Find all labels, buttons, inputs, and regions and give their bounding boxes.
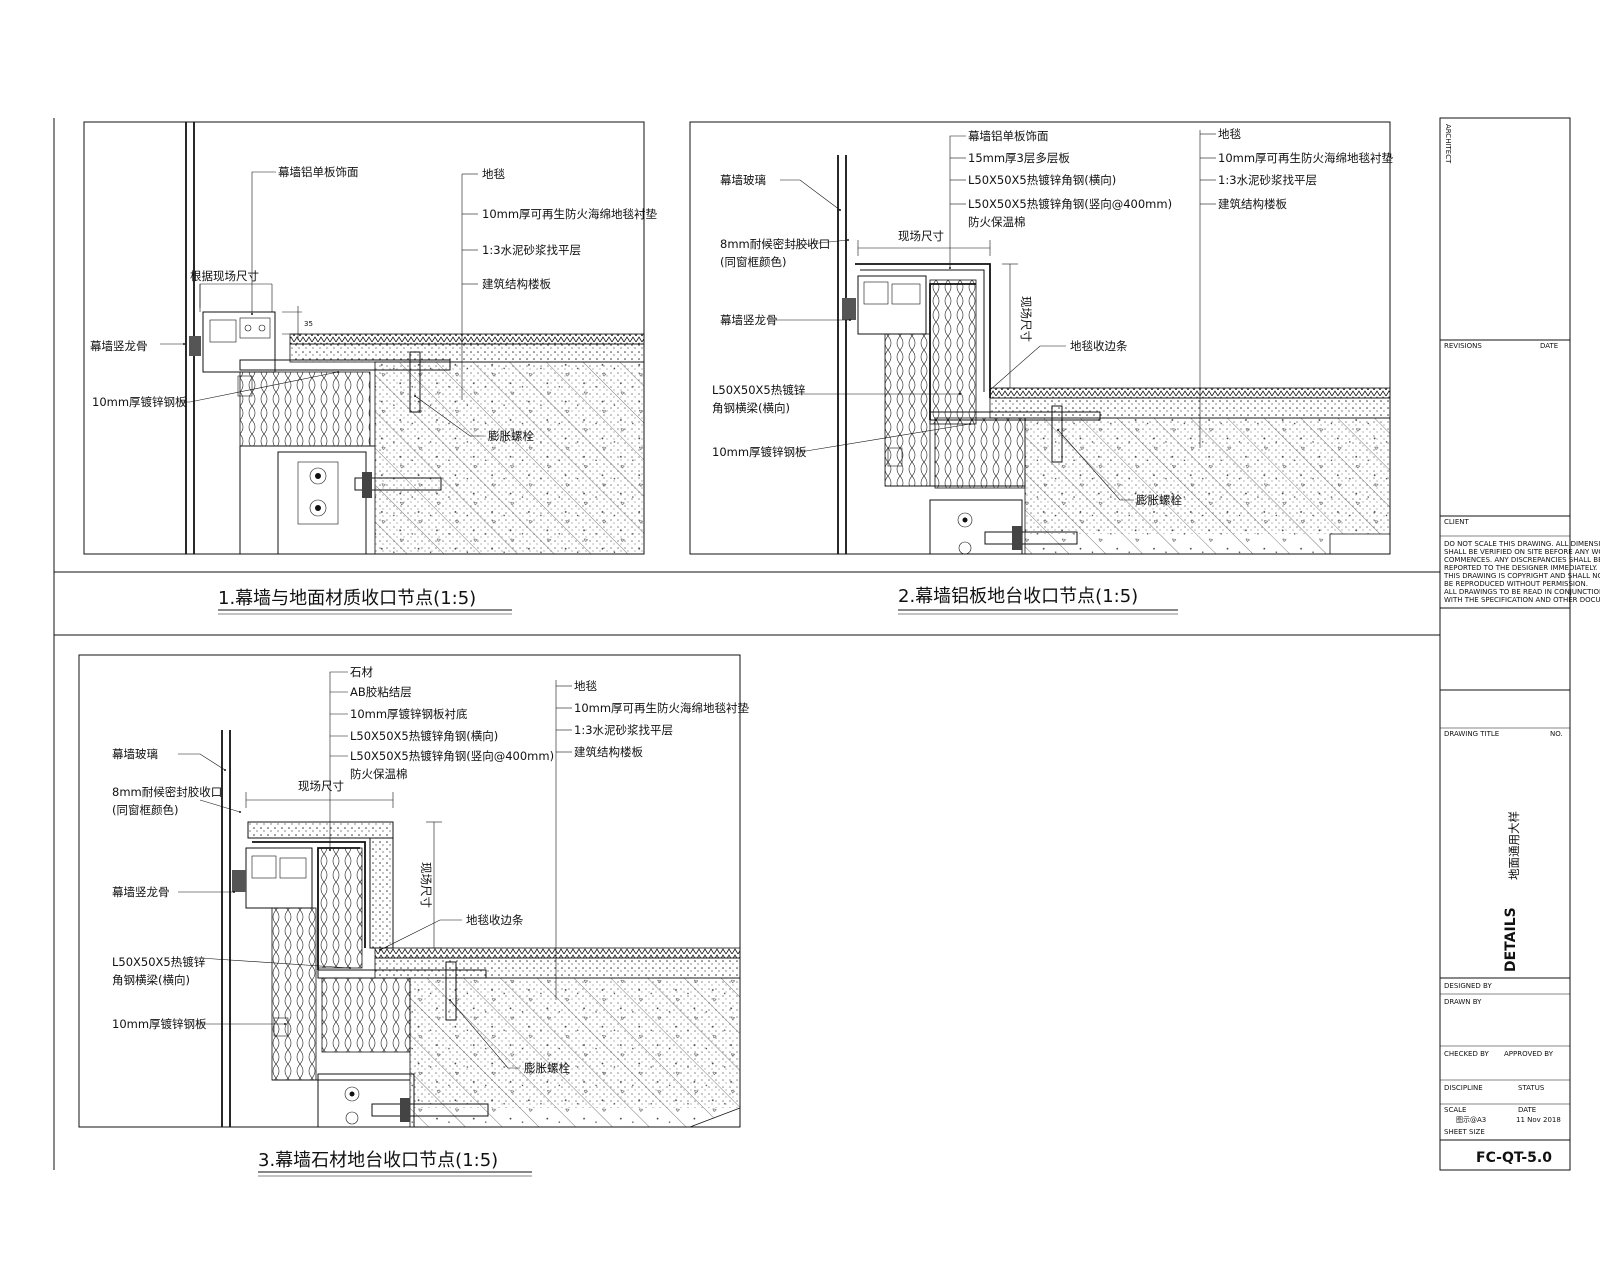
- tb-title-en: DETAILS: [1503, 907, 1519, 972]
- tb-client: CLIENT: [1444, 518, 1470, 526]
- label-sealant-note: (同窗框颜色): [720, 255, 786, 269]
- label-mullion: 幕墙竖龙骨: [90, 339, 148, 353]
- label-mullion: 幕墙竖龙骨: [112, 885, 170, 899]
- label-insulation: 防火保温棉: [968, 215, 1026, 229]
- label-angle-beam: L50X50X5热镀锌: [112, 955, 206, 969]
- tb-status: STATUS: [1518, 1084, 1545, 1092]
- label-anchor: 膨胀螺栓: [488, 429, 534, 443]
- tb-architect: ARCHITECT: [1444, 124, 1452, 164]
- label-galv-plate: 10mm厚镀锌钢板: [92, 395, 187, 409]
- label-carpet: 地毯: [1218, 127, 1241, 141]
- label-on-site-vertical: 现场尺寸: [1019, 296, 1033, 342]
- sheet-frame: [53, 118, 1441, 1170]
- label-glass: 幕墙玻璃: [720, 173, 766, 187]
- tb-scale-value: 图示@A3: [1456, 1116, 1486, 1124]
- label-insulation: 防火保温棉: [350, 767, 408, 781]
- screed-layer: [374, 957, 741, 979]
- label-facade: 幕墙铝单板饰面: [968, 129, 1049, 143]
- title-block: ARCHITECT REVISIONS DATE CLIENT DO NOT S…: [1439, 117, 1600, 1171]
- label-trim: 地毯收边条: [466, 913, 524, 927]
- label-sealant: 8mm耐候密封胶收口: [112, 785, 222, 799]
- label-on-site: 根据现场尺寸: [190, 269, 259, 283]
- label-slab: 建筑结构楼板: [482, 277, 551, 291]
- detail-3: 现场尺寸 现场尺寸 石材 AB胶粘结层 10mm厚镀锌钢板衬底 L50X50X5…: [78, 654, 750, 1128]
- caption-detail-2: 2.幕墙铝板地台收口节点(1:5): [898, 586, 1138, 607]
- label-stone: 石材: [350, 665, 373, 679]
- tb-revisions: REVISIONS: [1444, 342, 1482, 350]
- tb-drawing-number: FC-QT-5.0: [1476, 1150, 1552, 1166]
- label-on-site-vertical: 现场尺寸: [419, 862, 433, 908]
- tb-drawn-by: DRAWN BY: [1444, 998, 1482, 1006]
- tb-title-cn: 地面通用大样: [1507, 811, 1521, 880]
- label-trim: 地毯收边条: [1070, 339, 1128, 353]
- tb-designed-by: DESIGNED BY: [1444, 982, 1492, 990]
- tb-note-7: WITH THE SPECIFICATION AND OTHER DOCUMEN…: [1444, 596, 1600, 604]
- tb-discipline: DISCIPLINE: [1444, 1084, 1483, 1092]
- tb-date-label: DATE: [1518, 1106, 1536, 1114]
- carpet-layer: [374, 947, 741, 959]
- tb-note-0: DO NOT SCALE THIS DRAWING. ALL DIMENSION…: [1444, 540, 1600, 548]
- tb-date: DATE: [1540, 342, 1558, 350]
- label-backplate: 10mm厚镀锌钢板衬底: [350, 707, 468, 721]
- label-galv-plate: 10mm厚镀锌钢板: [712, 445, 807, 459]
- dim-35: 35: [304, 320, 313, 328]
- tb-checked-by: CHECKED BY: [1444, 1050, 1490, 1058]
- screed-layer: [289, 343, 645, 363]
- caption-detail-3: 3.幕墙石材地台收口节点(1:5): [258, 1150, 498, 1171]
- screed-layer: [989, 397, 1391, 419]
- label-underlay: 10mm厚可再生防火海绵地毯衬垫: [1218, 151, 1394, 165]
- label-anchor: 膨胀螺栓: [1136, 493, 1182, 507]
- label-glass: 幕墙玻璃: [112, 747, 158, 761]
- mullion-profile: [202, 311, 276, 373]
- label-angle-steel: L50X50X5热镀锌角钢(横向): [350, 729, 498, 743]
- tb-note-1: SHALL BE VERIFIED ON SITE BEFORE ANY WOR…: [1444, 548, 1600, 556]
- tb-note-5: BE REPRODUCED WITHOUT PERMISSION.: [1444, 580, 1588, 588]
- carpet-layer: [989, 387, 1391, 399]
- tb-no-label: NO.: [1550, 730, 1563, 738]
- label-sealant-note: (同窗框颜色): [112, 803, 178, 817]
- label-angle-beam-2: 角钢横梁(横向): [112, 973, 190, 987]
- label-underlay: 10mm厚可再生防火海绵地毯衬垫: [574, 701, 750, 715]
- bracket: [277, 451, 367, 555]
- insulation: [929, 279, 977, 425]
- label-screed: 1:3水泥砂浆找平层: [1218, 173, 1317, 187]
- label-anchor: 膨胀螺栓: [524, 1061, 570, 1075]
- tb-approved-by: APPROVED BY: [1504, 1050, 1554, 1058]
- tb-date-value: 11 Nov 2018: [1516, 1116, 1561, 1124]
- label-underlay: 10mm厚可再生防火海绵地毯衬垫: [482, 207, 658, 221]
- tb-drawing-title-label: DRAWING TITLE: [1444, 730, 1499, 738]
- label-angle-steel: L50X50X5热镀锌角钢(横向): [968, 173, 1116, 187]
- label-on-site: 现场尺寸: [898, 229, 944, 243]
- label-angle-beam: L50X50X5热镀锌: [712, 383, 806, 397]
- label-mullion: 幕墙竖龙骨: [720, 313, 778, 327]
- label-screed: 1:3水泥砂浆找平层: [482, 243, 581, 257]
- tb-scale: SCALE: [1444, 1106, 1466, 1114]
- detail-1: 35 幕墙铝单板饰面 根据现场尺寸 幕墙竖龙骨 10mm厚镀锌钢板 地毯 10m…: [83, 121, 658, 555]
- tb-sheet-size: SHEET SIZE: [1444, 1128, 1485, 1136]
- label-adhesive: AB胶粘结层: [350, 685, 412, 699]
- label-board: 15mm厚3层多层板: [968, 151, 1070, 165]
- label-screed: 1:3水泥砂浆找平层: [574, 723, 673, 737]
- tb-note-6: ALL DRAWINGS TO BE READ IN CONJUNCTION: [1444, 588, 1600, 596]
- label-angle-beam-2: 角钢横梁(横向): [712, 401, 790, 415]
- tb-note-3: REPORTED TO THE DESIGNER IMMEDIATELY.: [1444, 564, 1597, 572]
- carpet-layer: [289, 333, 645, 345]
- label-slab: 建筑结构楼板: [1218, 197, 1287, 211]
- label-on-site: 现场尺寸: [298, 779, 344, 793]
- detail-2: 现场尺寸 现场尺寸 幕墙铝单板饰面 15mm厚3层多层板 L50X50X5热镀锌…: [689, 121, 1394, 555]
- label-slab: 建筑结构楼板: [574, 745, 643, 759]
- insulation: [239, 371, 371, 447]
- insulation: [317, 847, 363, 969]
- tb-note-2: COMMENCES. ANY DISCREPANCIES SHALL BE: [1444, 556, 1600, 564]
- label-carpet: 地毯: [574, 679, 597, 693]
- label-carpet: 地毯: [482, 167, 505, 181]
- label-galv-plate: 10mm厚镀锌钢板: [112, 1017, 207, 1031]
- tb-note-4: THIS DRAWING IS COPYRIGHT AND SHALL NOT: [1443, 572, 1600, 580]
- caption-detail-1: 1.幕墙与地面材质收口节点(1:5): [218, 588, 476, 609]
- label-angle-steel-vert: L50X50X5热镀锌角钢(竖向@400mm): [968, 197, 1172, 211]
- label-facade: 幕墙铝单板饰面: [278, 165, 359, 179]
- label-angle-steel-vert: L50X50X5热镀锌角钢(竖向@400mm): [350, 749, 554, 763]
- label-sealant: 8mm耐候密封胶收口: [720, 237, 830, 251]
